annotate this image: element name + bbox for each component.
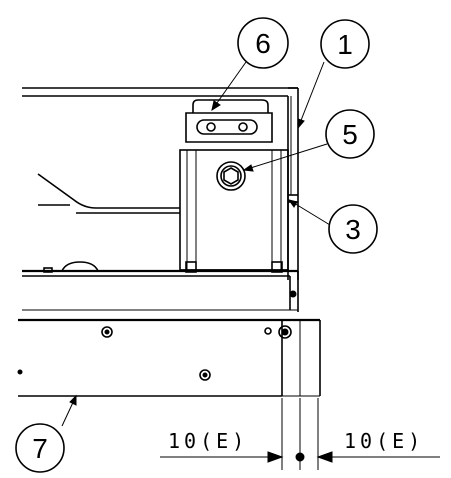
- balloon-6-label: 6: [255, 28, 271, 59]
- side-hook: [37, 173, 180, 214]
- top-frame: [22, 87, 299, 280]
- balloon-7-label: 7: [32, 433, 48, 464]
- dimension-left-label: 10(E): [168, 429, 248, 453]
- balloon-7: 7: [15, 423, 65, 473]
- leader-lines: [61, 61, 331, 427]
- lower-rail: [17, 318, 321, 397]
- dimension-10e: [160, 398, 440, 470]
- balloon-3: 3: [328, 204, 378, 254]
- balloon-6: 6: [237, 17, 289, 69]
- balloon-1: 1: [320, 19, 370, 69]
- hex-bolt: [216, 161, 246, 191]
- balloon-5-label: 5: [342, 119, 358, 150]
- balloon-5: 5: [325, 109, 375, 159]
- balloon-1-label: 1: [337, 29, 353, 60]
- bracket: [179, 149, 298, 273]
- hinge-plate: [185, 99, 273, 143]
- balloon-3-label: 3: [345, 214, 361, 245]
- dimension-right-label: 10(E): [344, 429, 424, 453]
- base-plate: [22, 261, 299, 312]
